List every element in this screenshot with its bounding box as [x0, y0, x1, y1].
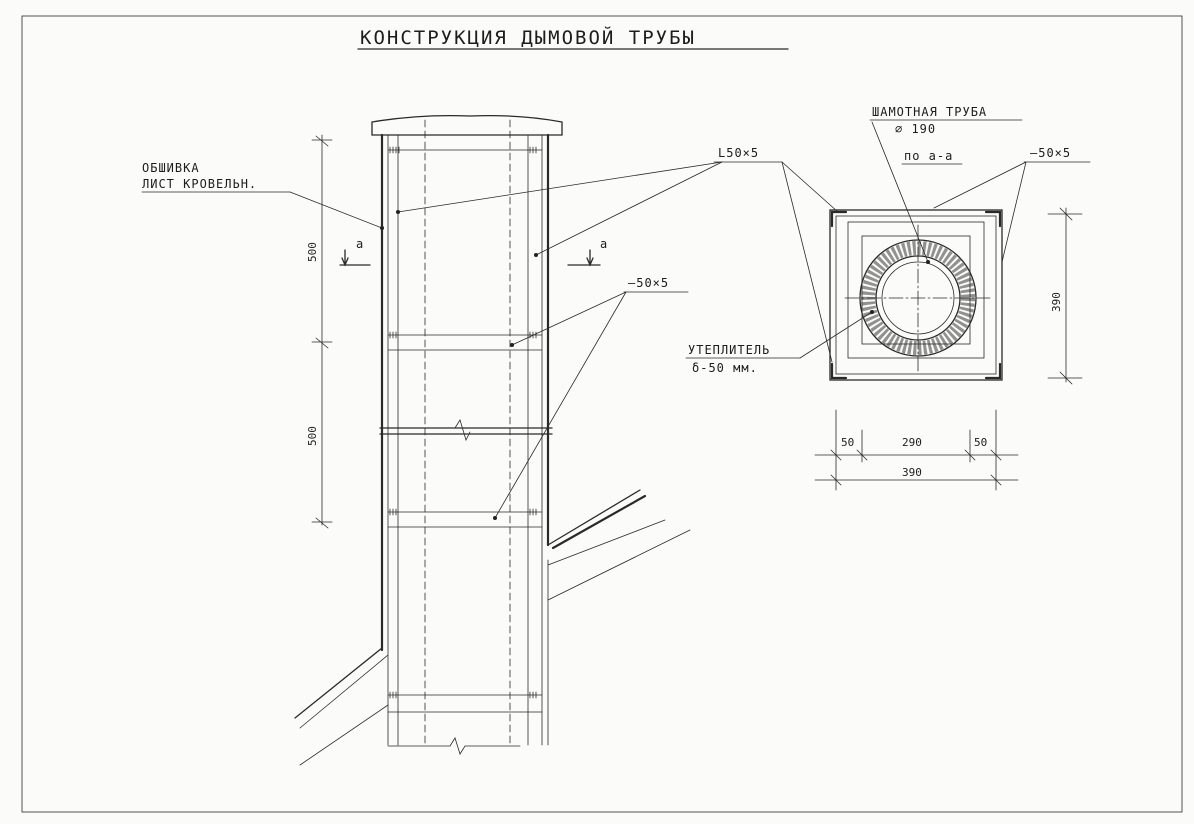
angle-corner-tl [830, 210, 848, 228]
dim-plan-inner: 290 [902, 436, 922, 449]
plan-insulation-frame [847, 221, 985, 359]
dim-plan-side-right: 50 [974, 436, 987, 449]
insulation-label-2: δ-50 мм. [692, 361, 758, 375]
fireclay-pipe-inner [881, 261, 955, 335]
fireclay-label-1: ШАМОТНАЯ ТРУБА [872, 105, 987, 119]
dim-elev-upper: 500 [306, 242, 319, 262]
angle-label: L50×5 [718, 146, 759, 160]
cladding-label-1: ОБШИВКА [142, 161, 200, 175]
fireclay-callout: ШАМОТНАЯ ТРУБА ⌀ 190 по а-а [869, 105, 1023, 264]
elevation-dimensions: 500 500 [306, 134, 333, 529]
cladding-callout: ОБШИВКА ЛИСТ КРОВЕЛЬН. [141, 161, 384, 230]
drawing-title: КОНСТРУКЦИЯ ДЫМОВОЙ ТРУБЫ [360, 26, 696, 49]
angle-callout: L50×5 [396, 146, 839, 363]
roof-right-3 [547, 519, 666, 566]
fireclay-label-2: ⌀ 190 [895, 122, 936, 136]
sheet-frame [21, 15, 1183, 813]
dim-elev-lower: 500 [306, 426, 319, 446]
strip-right-callout: —50×5 [933, 146, 1091, 263]
section-mark-left: а [356, 237, 364, 251]
break-symbol-mid [454, 419, 471, 442]
plan-outer-inner [835, 215, 997, 375]
plan-horizontal-dimensions: 50 290 50 390 [814, 409, 1019, 491]
insulation-label-1: УТЕПЛИТЕЛЬ [688, 343, 770, 357]
section-mark-right: а [600, 237, 608, 251]
strip-left-label: —50×5 [628, 276, 669, 290]
strip-right-label: —50×5 [1030, 146, 1071, 160]
roof-left [294, 647, 383, 719]
strip-left-callout: —50×5 [493, 276, 689, 520]
plan-outer [829, 209, 1003, 381]
dim-plan-side-left: 50 [841, 436, 854, 449]
roof-right [547, 489, 641, 546]
angle-corner-tr [984, 210, 1002, 228]
roof-left-3 [299, 704, 389, 766]
chimney-cap [371, 114, 563, 136]
break-symbol-bottom [449, 737, 521, 755]
dim-plan-height: 390 [1050, 292, 1063, 312]
rivet-ticks [389, 146, 537, 699]
roof-right-4 [547, 529, 691, 601]
section-title: по а-а [904, 149, 953, 163]
roof-left-2 [299, 654, 389, 729]
cladding-label-2: ЛИСТ КРОВЕЛЬН. [142, 177, 257, 191]
plan-vertical-dimension: 390 [1047, 207, 1083, 385]
roof-right-2 [551, 494, 647, 550]
chimney-plan-section [829, 209, 1003, 381]
angle-corner-bl [830, 362, 848, 380]
section-marks: а а [339, 237, 608, 267]
insulation-callout: УТЕПЛИТЕЛЬ δ-50 мм. [685, 310, 874, 375]
angle-corner-br [984, 362, 1002, 380]
insulation-ring-outer [859, 239, 977, 357]
dim-plan-total: 390 [902, 466, 922, 479]
chimney-elevation [294, 114, 691, 766]
